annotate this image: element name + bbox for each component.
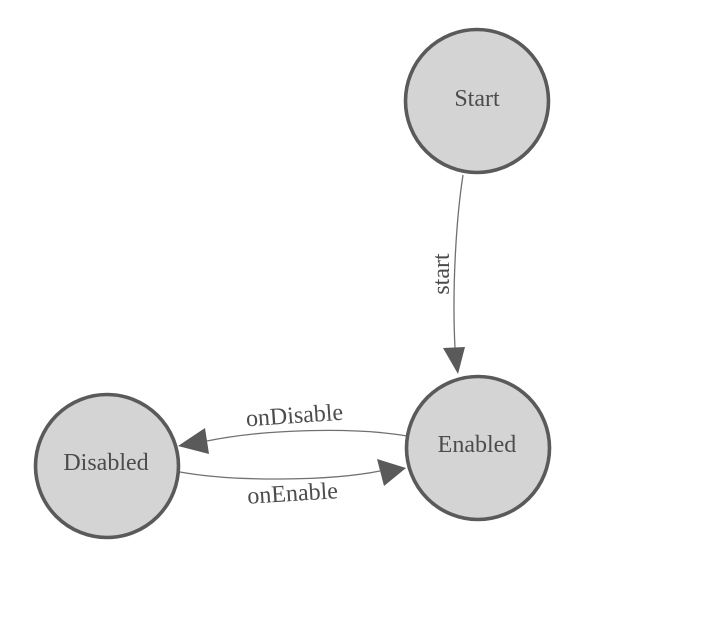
transition-line-ondisable[interactable] bbox=[206, 429, 408, 442]
state-node-start[interactable]: Start bbox=[403, 27, 551, 175]
state-label-start: Start bbox=[454, 86, 500, 112]
state-circle-start[interactable] bbox=[403, 27, 551, 175]
state-label-disabled: Disabled bbox=[63, 450, 148, 476]
arrowhead-enabled-to-disabled bbox=[178, 428, 209, 454]
transition-label-ondisable: onDisable bbox=[245, 400, 344, 433]
transition-line-start[interactable] bbox=[453, 174, 464, 349]
state-circle-disabled[interactable] bbox=[33, 392, 181, 540]
arrowhead-start-to-enabled bbox=[443, 347, 465, 374]
transition-start-to-enabled[interactable]: start bbox=[429, 174, 465, 374]
transition-label-onenable: onEnable bbox=[247, 478, 339, 509]
state-node-disabled[interactable]: Disabled bbox=[33, 392, 181, 540]
arrowhead-disabled-to-enabled bbox=[377, 459, 406, 486]
transition-line-onenable[interactable] bbox=[179, 470, 381, 480]
state-label-enabled: Enabled bbox=[438, 432, 517, 458]
transition-label-start: start bbox=[429, 253, 455, 295]
transition-disabled-to-enabled[interactable]: onEnable bbox=[179, 459, 406, 510]
state-circle-enabled[interactable] bbox=[404, 374, 552, 522]
state-node-enabled[interactable]: Enabled bbox=[404, 374, 552, 522]
transition-enabled-to-disabled[interactable]: onDisable bbox=[178, 400, 408, 454]
